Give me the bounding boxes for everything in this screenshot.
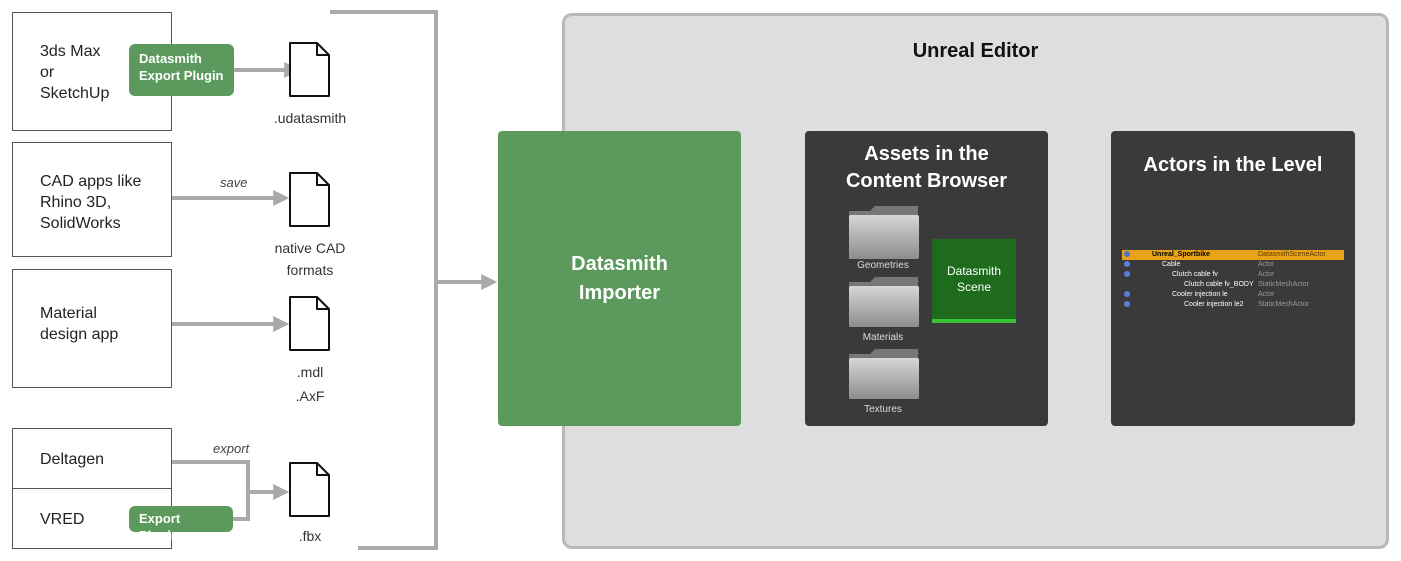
importer-label: Datasmith Importer xyxy=(571,252,668,304)
file-label-udatasmith: .udatasmith xyxy=(273,110,347,126)
folder-icon xyxy=(849,277,919,327)
outliner-name: Cable xyxy=(1162,261,1181,268)
assets-panel-title: Assets in the Content Browser xyxy=(845,143,1008,192)
outliner-type: Actor xyxy=(1258,261,1275,268)
folder-label: Geometries xyxy=(857,260,909,271)
datasmith-export-plugin: Datasmith Export Plugin xyxy=(129,44,234,96)
outliner-type: StaticMeshActor xyxy=(1258,301,1309,308)
file-label-native-cad: native CAD formats xyxy=(274,240,346,278)
outliner-row[interactable]: Clutch cable fv_BODY StaticMeshActor xyxy=(1122,280,1344,290)
outliner-name: Cooler injection le xyxy=(1172,291,1228,298)
eye-icon[interactable] xyxy=(1124,251,1130,257)
actors-panel-title: Actors in the Level xyxy=(1143,154,1323,176)
file-label-axf: .AxF xyxy=(295,388,325,404)
eye-icon[interactable] xyxy=(1124,271,1130,277)
outliner-type: Actor xyxy=(1258,291,1275,298)
editor-title: Unreal Editor xyxy=(912,40,1039,62)
outliner-type: DatasmithSceneActor xyxy=(1258,251,1326,258)
eye-icon[interactable] xyxy=(1124,291,1130,297)
outliner-row[interactable]: Cooler injection le Actor xyxy=(1122,290,1344,300)
datasmith-scene-asset: Datasmith Scene xyxy=(932,239,1016,323)
outliner-row[interactable]: Cooler injection le2 StaticMeshActor xyxy=(1122,300,1344,310)
outliner-name: Cooler injection le2 xyxy=(1184,301,1244,308)
outliner-row[interactable]: Cable Actor xyxy=(1122,260,1344,270)
source-label: VRED xyxy=(40,511,85,528)
outliner-name: Clutch cable fv_BODY xyxy=(1184,281,1254,288)
folder-icon xyxy=(849,349,919,399)
folder-label: Textures xyxy=(864,404,902,415)
export-plugin: Export Plugin xyxy=(129,506,233,543)
outliner-row[interactable]: Clutch cable fv Actor xyxy=(1122,270,1344,280)
eye-icon[interactable] xyxy=(1124,261,1130,267)
source-cad-apps: CAD apps like Rhino 3D, SolidWorks xyxy=(12,142,172,257)
outliner-type: Actor xyxy=(1258,271,1275,278)
edge-label-export: export xyxy=(213,441,250,456)
file-icon xyxy=(289,296,330,351)
source-label: Deltagen xyxy=(40,451,105,468)
file-icon xyxy=(289,462,330,517)
datasmith-importer: Datasmith Importer xyxy=(498,131,741,426)
outliner-name: Unreal_Sportbike xyxy=(1152,251,1210,258)
source-material-design: Material design app xyxy=(12,269,172,388)
source-deltagen: Deltagen xyxy=(12,428,172,489)
scene-label: Datasmith Scene xyxy=(946,264,1002,294)
outliner-row[interactable]: Unreal_Sportbike DatasmithSceneActor xyxy=(1122,250,1344,260)
eye-icon[interactable] xyxy=(1124,301,1130,307)
file-icon xyxy=(289,42,330,97)
file-label-mdl: .mdl xyxy=(296,364,324,380)
source-label: Material design app xyxy=(40,305,119,343)
actors-panel: Actors in the Level xyxy=(1111,131,1355,426)
outliner-type: StaticMeshActor xyxy=(1258,281,1309,288)
source-label: CAD apps like Rhino 3D, SolidWorks xyxy=(40,173,142,232)
outliner-name: Clutch cable fv xyxy=(1172,271,1218,278)
source-label: 3ds Max or SketchUp xyxy=(40,43,110,102)
edge-label-save: save xyxy=(220,175,248,190)
folder-icon xyxy=(849,206,919,259)
file-label-fbx: .fbx xyxy=(298,528,322,544)
folder-label: Materials xyxy=(862,332,904,343)
file-icon xyxy=(289,172,330,227)
